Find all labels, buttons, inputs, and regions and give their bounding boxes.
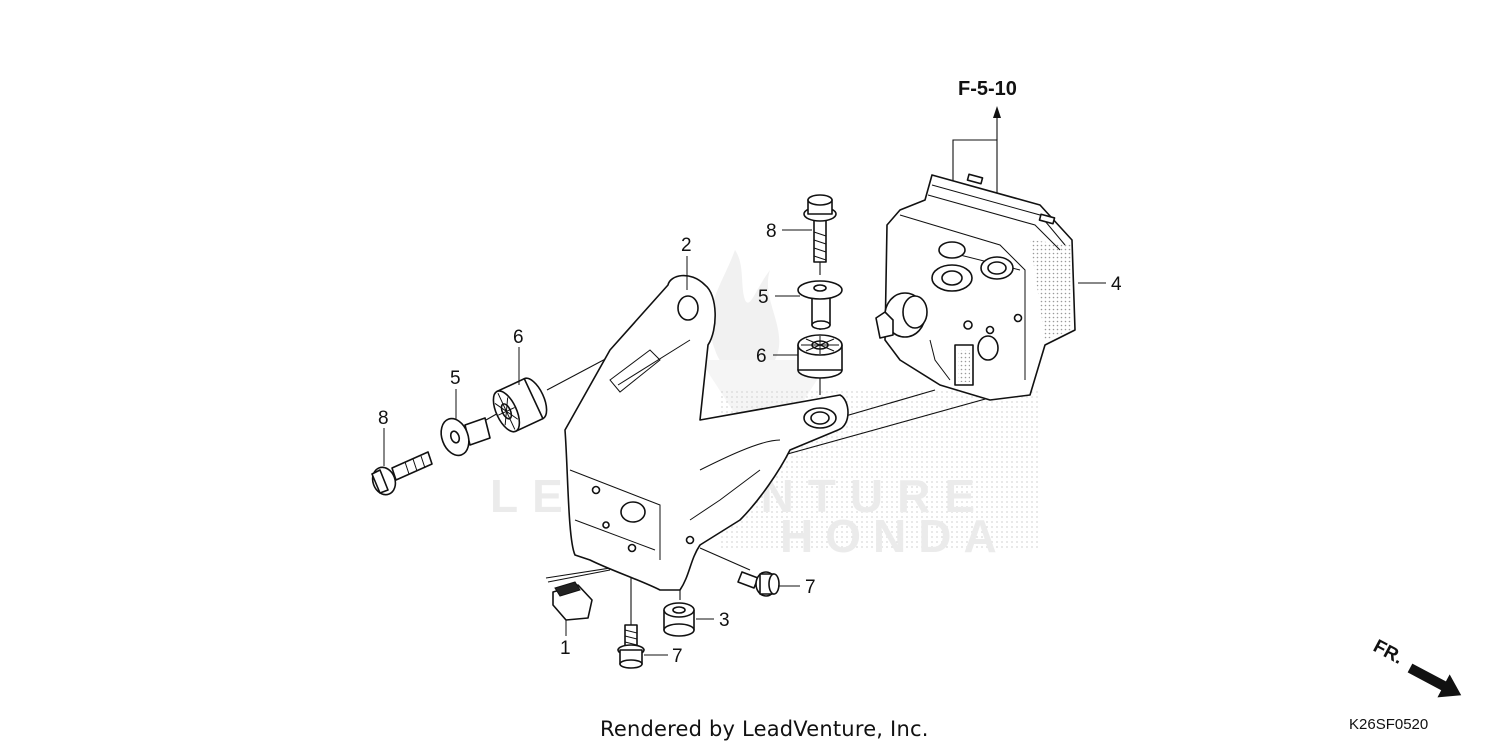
mount-rubber-left-part-6 xyxy=(492,377,548,433)
callout-8-upper[interactable]: 8 xyxy=(766,221,777,242)
nut-part-3 xyxy=(663,602,695,637)
bolt-bottom-part-7 xyxy=(617,624,645,669)
callout-4[interactable]: 4 xyxy=(1111,274,1122,295)
callout-6-upper[interactable]: 6 xyxy=(756,346,767,367)
diagram-code: K26SF0520 xyxy=(1349,716,1429,733)
clip-part-1 xyxy=(552,581,593,621)
collar-upper-part-5 xyxy=(797,280,843,330)
bolt-left-part-8 xyxy=(371,451,433,496)
collar-left-part-5 xyxy=(440,417,491,457)
direction-label: FR. xyxy=(1370,636,1407,669)
callout-1[interactable]: 1 xyxy=(560,638,571,659)
callout-5-upper[interactable]: 5 xyxy=(758,287,769,308)
callout-7-bottom[interactable]: 7 xyxy=(672,646,683,667)
front-arrow-icon xyxy=(1407,663,1462,698)
mount-rubber-upper-part-6 xyxy=(797,334,843,379)
callout-5-left[interactable]: 5 xyxy=(450,368,461,389)
front-direction-indicator: FR. xyxy=(1370,636,1462,698)
callout-7-right[interactable]: 7 xyxy=(805,577,816,598)
callout-2[interactable]: 2 xyxy=(681,235,692,256)
callout-6-left[interactable]: 6 xyxy=(513,327,524,348)
bolt-right-part-7 xyxy=(737,571,780,597)
footer-credit: Rendered by LeadVenture, Inc. xyxy=(600,717,929,741)
modulator-part-4 xyxy=(875,173,1076,401)
reference-label[interactable]: F-5-10 xyxy=(958,78,1017,100)
watermark-line2: HONDA xyxy=(780,510,1009,562)
callout-3[interactable]: 3 xyxy=(719,610,730,631)
callout-leaders xyxy=(383,229,1106,656)
bolt-upper-part-8 xyxy=(803,194,837,263)
callout-8-left[interactable]: 8 xyxy=(378,408,389,429)
bracket-part-2 xyxy=(564,274,849,591)
